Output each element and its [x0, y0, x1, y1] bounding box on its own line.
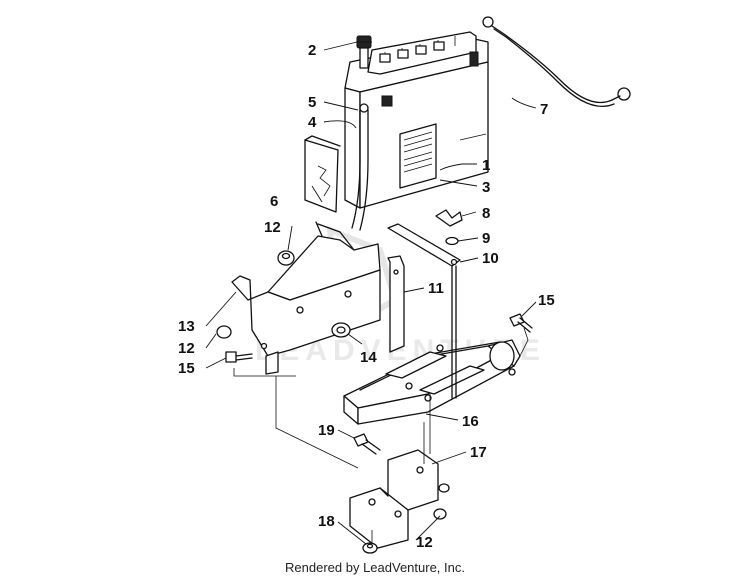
callout-18: 18	[318, 513, 335, 530]
callout-4: 4	[308, 114, 317, 131]
battery-cable	[482, 16, 631, 108]
washer	[445, 236, 459, 246]
callout-7: 7	[540, 101, 548, 118]
callout-5: 5	[308, 94, 316, 111]
callout-15-right: 15	[538, 292, 555, 309]
bolt-right	[509, 313, 533, 333]
assembly-lines	[233, 327, 529, 544]
nut-lower-right	[433, 483, 450, 520]
callout-3: 3	[482, 179, 490, 196]
battery-tray	[343, 339, 521, 425]
hold-down-rod	[451, 265, 457, 399]
callout-12-lower: 12	[416, 534, 433, 551]
callout-15-left: 15	[178, 360, 195, 377]
callout-14: 14	[360, 349, 377, 366]
battery-shield	[304, 135, 341, 213]
hold-down-strap	[387, 223, 461, 267]
callout-17: 17	[470, 444, 487, 461]
callouts: 1 2 3 4 5 6 7 8 9 10 11 12 12 12 13 14 1…	[178, 42, 555, 551]
callout-16: 16	[462, 413, 479, 430]
grommet	[331, 322, 351, 338]
bolt-left	[225, 351, 253, 363]
callout-2: 2	[308, 42, 316, 59]
vent-tube	[351, 103, 369, 231]
callout-10: 10	[482, 250, 499, 267]
nut-upper	[277, 250, 295, 266]
callout-11: 11	[428, 280, 444, 297]
wing-nut	[435, 209, 463, 227]
callout-6: 6	[270, 193, 278, 210]
battery	[344, 31, 489, 209]
callout-1: 1	[482, 157, 490, 174]
callout-8: 8	[482, 205, 490, 222]
callout-12-upper: 12	[264, 219, 281, 236]
leader-lines	[205, 41, 537, 545]
lower-bracket	[349, 449, 439, 549]
nut-left	[216, 325, 232, 339]
callout-13: 13	[178, 318, 195, 335]
callout-12-left: 12	[178, 340, 195, 357]
strap-bracket	[387, 255, 405, 353]
callout-9: 9	[482, 230, 490, 247]
footer-credit: Rendered by LeadVenture, Inc.	[285, 560, 465, 575]
bolt-lower	[353, 433, 381, 455]
nut-lower-left	[362, 542, 378, 554]
callout-19: 19	[318, 422, 335, 439]
